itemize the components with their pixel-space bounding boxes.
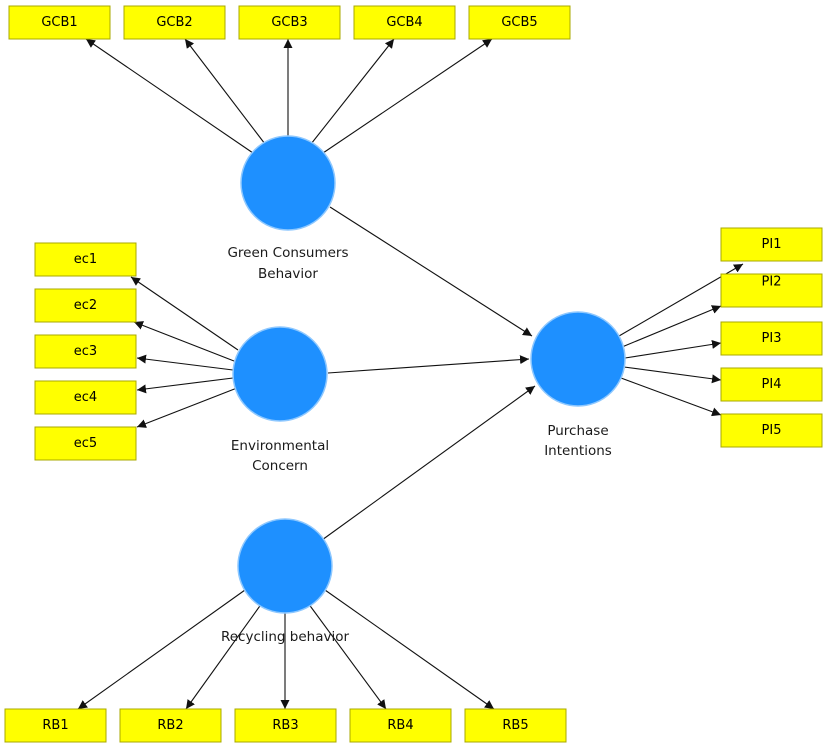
indicator-ec3[interactable]: ec3 — [34, 334, 137, 369]
path-rb-to-pi — [321, 385, 536, 541]
construct-label-line1: Purchase — [547, 423, 608, 439]
arrow-rb-to-rb2 — [185, 602, 263, 710]
path-ec-to-pi — [327, 355, 530, 374]
arrow-gcb-to-gcb5 — [322, 38, 493, 154]
indicator-pi5[interactable]: PI5 — [720, 413, 823, 448]
latent-circle — [530, 311, 626, 407]
indicator-ec4[interactable]: ec4 — [34, 380, 137, 415]
indicator-pi2[interactable]: PI2 — [720, 273, 823, 308]
construct-label-line2: Concern — [252, 458, 308, 474]
arrow-rb-to-rb4 — [307, 602, 387, 710]
indicator-label: GCB2 — [156, 15, 192, 30]
pi-indicators: PI1 PI2 PI3 PI4 PI5 — [720, 227, 823, 448]
arrows-layer — [77, 38, 744, 710]
indicator-label: PI4 — [762, 377, 782, 392]
construct-recycling-behavior[interactable]: Recycling behavior — [221, 518, 350, 645]
gcb-indicators: GCB1 GCB2 GCB3 GCB4 GCB5 — [8, 5, 571, 40]
arrow-pi-to-pi4 — [623, 366, 722, 384]
indicator-label: PI2 — [762, 275, 782, 290]
indicator-label: RB1 — [42, 718, 68, 733]
ec-indicators: ec1 ec2 ec3 ec4 ec5 — [34, 242, 137, 461]
indicator-label: ec1 — [74, 252, 97, 267]
indicator-ec5[interactable]: ec5 — [34, 426, 137, 461]
arrow-pi-to-pi3 — [624, 339, 722, 359]
construct-label-line1: Environmental — [231, 438, 329, 454]
indicator-label: RB5 — [502, 718, 528, 733]
indicator-gcb2[interactable]: GCB2 — [123, 5, 226, 40]
arrow-ec-to-ec2 — [133, 321, 235, 362]
indicator-rb2[interactable]: RB2 — [119, 708, 222, 743]
arrow-ec-to-ec3 — [136, 354, 234, 371]
indicator-pi1[interactable]: PI1 — [720, 227, 823, 262]
indicator-ec1[interactable]: ec1 — [34, 242, 137, 277]
arrow-pi-to-pi5 — [620, 377, 722, 417]
construct-environmental-concern[interactable]: Environmental Concern — [231, 326, 329, 474]
indicator-label: GCB5 — [501, 15, 537, 30]
indicator-label: PI3 — [762, 331, 782, 346]
construct-label-line2: Behavior — [258, 266, 318, 282]
indicator-label: ec4 — [74, 390, 97, 405]
construct-green-consumers-behavior[interactable]: Green Consumers Behavior — [227, 135, 349, 282]
indicator-label: RB4 — [387, 718, 413, 733]
indicator-label: RB2 — [157, 718, 183, 733]
indicator-gcb3[interactable]: GCB3 — [238, 5, 341, 40]
indicator-label: RB3 — [272, 718, 298, 733]
indicator-pi3[interactable]: PI3 — [720, 321, 823, 356]
arrow-rb-to-rb1 — [77, 589, 246, 710]
arrow-ec-to-ec4 — [136, 377, 234, 394]
indicator-label: PI1 — [762, 237, 782, 252]
latent-circle — [232, 326, 328, 422]
indicator-gcb1[interactable]: GCB1 — [8, 5, 111, 40]
latent-circle — [240, 135, 336, 231]
indicator-rb5[interactable]: RB5 — [464, 708, 567, 743]
arrow-rb-to-rb5 — [324, 589, 495, 710]
indicator-rb4[interactable]: RB4 — [349, 708, 452, 743]
arrow-ec-to-ec1 — [130, 276, 239, 351]
construct-label-line1: Recycling behavior — [221, 629, 350, 645]
indicator-rb3[interactable]: RB3 — [234, 708, 337, 743]
rb-indicators: RB1 RB2 RB3 RB4 RB5 — [4, 708, 567, 743]
construct-label-line2: Intentions — [544, 443, 612, 459]
arrow-gcb-to-gcb4 — [310, 38, 395, 145]
indicator-gcb5[interactable]: GCB5 — [468, 5, 571, 40]
path-gcb-to-pi — [329, 206, 533, 337]
indicator-label: PI5 — [762, 423, 782, 438]
indicator-label: GCB4 — [386, 15, 422, 30]
arrow-ec-to-ec5 — [136, 387, 238, 428]
construct-label-line1: Green Consumers — [227, 245, 348, 261]
indicator-label: ec5 — [74, 436, 97, 451]
indicator-label: GCB3 — [271, 15, 307, 30]
indicator-label: ec3 — [74, 344, 97, 359]
latent-circle — [237, 518, 333, 614]
indicator-gcb4[interactable]: GCB4 — [353, 5, 456, 40]
arrow-pi-to-pi2 — [621, 305, 722, 348]
arrow-gcb-to-gcb2 — [184, 38, 266, 145]
indicator-label: GCB1 — [41, 15, 77, 30]
indicator-rb1[interactable]: RB1 — [4, 708, 107, 743]
indicator-pi4[interactable]: PI4 — [720, 367, 823, 402]
indicator-ec2[interactable]: ec2 — [34, 288, 137, 323]
construct-purchase-intentions[interactable]: Purchase Intentions — [530, 311, 626, 459]
arrow-gcb-to-gcb1 — [85, 38, 254, 154]
indicator-label: ec2 — [74, 298, 97, 313]
